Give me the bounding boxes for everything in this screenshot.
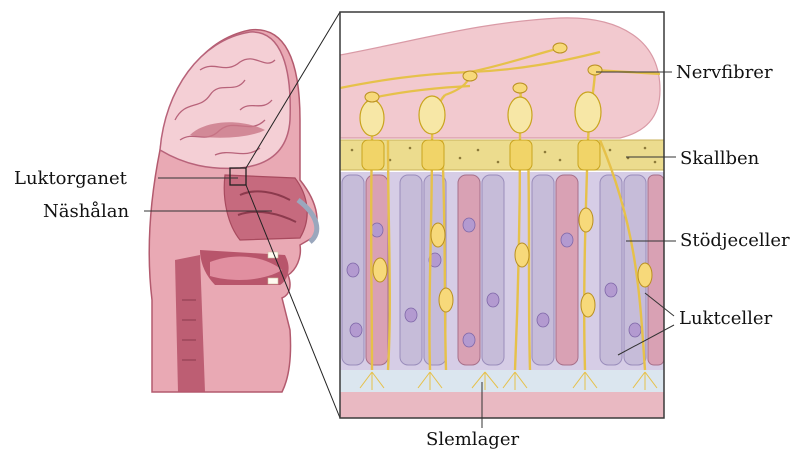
mucus-layer bbox=[340, 370, 664, 392]
olfactory-epithelium-inset bbox=[340, 12, 664, 418]
label-nervfibrer: Nervfibrer bbox=[676, 64, 773, 82]
label-skallben: Skallben bbox=[680, 150, 759, 168]
label-slemlager: Slemlager bbox=[426, 431, 519, 449]
label-luktorganet: Luktorganet bbox=[14, 170, 127, 188]
label-luktceller: Luktceller bbox=[679, 310, 772, 328]
brain bbox=[160, 32, 290, 168]
throat bbox=[175, 255, 205, 392]
label-stodjeceller: Stödjeceller bbox=[680, 232, 790, 250]
lamina-layer bbox=[340, 392, 664, 418]
label-nashalan: Näshålan bbox=[43, 203, 129, 221]
